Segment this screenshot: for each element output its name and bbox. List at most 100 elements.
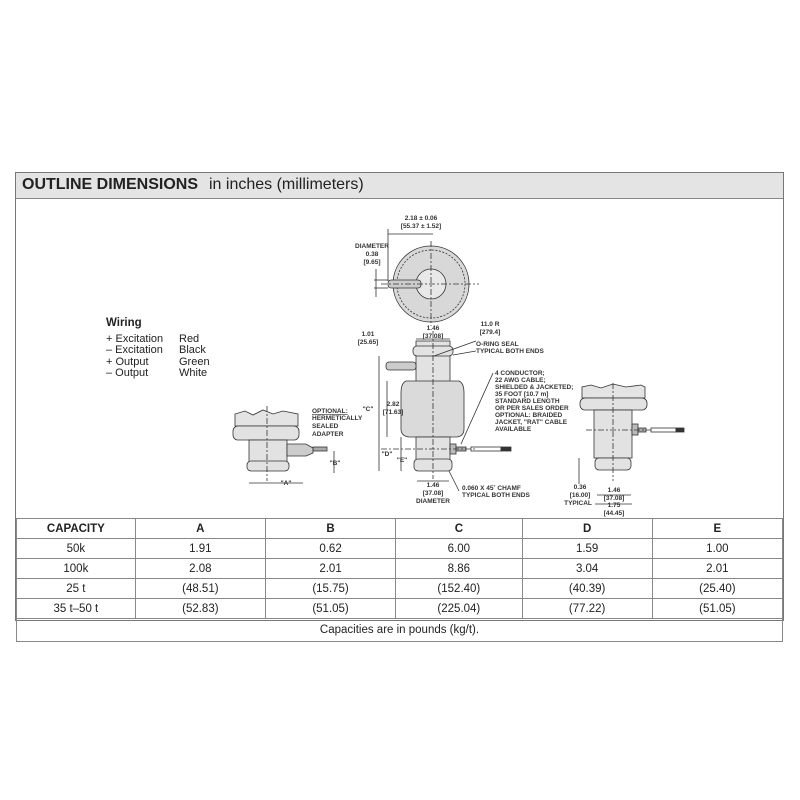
dim-typ: 0.36 <box>574 484 587 491</box>
table-cell: 2.01 <box>264 558 397 579</box>
dim-bottom-label: DIAMETER <box>416 498 450 505</box>
column-header: C <box>395 518 523 539</box>
dim-height-mm: [71.63] <box>383 409 404 416</box>
table-cell: (52.83) <box>134 598 266 619</box>
wiring-color: White <box>179 367 208 379</box>
table-cell: 8.86 <box>395 558 523 579</box>
dim-stud-offset: 1.01 <box>362 331 375 338</box>
section-title: OUTLINE DIMENSIONS <box>22 176 199 193</box>
cable-note: 22 AWG CABLE; <box>495 377 546 384</box>
dim-stud: 0.38 <box>366 251 379 258</box>
dim-e: "E" <box>397 457 408 464</box>
chamfer-note: 0.060 X 45˚ CHAMF <box>462 484 521 492</box>
adapter-note: HERMETICALLY <box>312 415 363 422</box>
outline-drawing: 2.18 ± 0.06 [55.37 ± 1.52] DIAMETER 0.38… <box>232 215 685 517</box>
wiring-color: Green <box>179 355 210 368</box>
table-cell: 6.00 <box>395 538 523 559</box>
table-cell: (51.05) <box>651 598 784 619</box>
wiring-row: + Output Green <box>106 355 210 369</box>
wiring-row: + Excitation Red <box>106 332 210 346</box>
dim-typ-mm: [16.00] <box>570 492 591 499</box>
table-cell: 3.04 <box>521 558 653 579</box>
table-cell: (225.04) <box>395 598 523 619</box>
column-header: E <box>651 518 784 539</box>
section-header: OUTLINE DIMENSIONS in inches (millimeter… <box>16 173 783 199</box>
dim-bottom-mm: [37.08] <box>423 490 444 497</box>
wiring-title: Wiring <box>106 317 142 329</box>
dim-right-dia-mm: [44.45] <box>604 510 625 517</box>
column-header: B <box>264 518 397 539</box>
table-row: 35 t–50 t(52.83)(51.05)(225.04)(77.22)(5… <box>16 598 784 619</box>
dim-stud-offset-mm: [25.65] <box>358 339 379 346</box>
oring-note: O-RING SEAL <box>476 341 519 348</box>
wiring-signal: – Excitation <box>106 344 163 356</box>
table-cell: 100k <box>16 558 136 579</box>
table-cell: (25.40) <box>651 578 784 599</box>
wiring-signal: – Output <box>106 367 149 379</box>
cable-note: STANDARD LENGTH <box>495 398 560 405</box>
column-header: CAPACITY <box>16 518 136 539</box>
cable-note: JACKET, "RAT" CABLE <box>495 419 568 426</box>
side-view-adapter <box>232 406 335 484</box>
top-view <box>374 229 479 326</box>
wiring-signal: + Output <box>106 355 149 368</box>
oring-note: TYPICAL BOTH ENDS <box>476 348 544 355</box>
dim-radius: 11.0 R <box>481 321 500 328</box>
table-cell: 2.08 <box>134 558 266 579</box>
cable-note: OPTIONAL: BRAIDED <box>495 412 562 419</box>
adapter-note: ADAPTER <box>312 431 344 438</box>
table-cell: 2.01 <box>651 558 784 579</box>
dim-stud-mm: [9.65] <box>364 259 381 266</box>
chamfer-note: TYPICAL BOTH ENDS <box>462 492 530 499</box>
dim-radius-mm: [279.4] <box>480 329 501 336</box>
adapter-note: SEALED <box>312 423 339 430</box>
cable-note: AVAILABLE <box>495 426 532 433</box>
dim-a: "A" <box>281 480 292 487</box>
dim-height: 2.82 <box>387 401 400 408</box>
wiring-legend: Wiring + Excitation Red – Excitation Black… <box>106 317 210 380</box>
column-header: D <box>521 518 653 539</box>
column-header: A <box>134 518 266 539</box>
wiring-color: Red <box>179 332 200 345</box>
table-cell: 1.59 <box>521 538 653 559</box>
table-row: 25 t(48.51)(15.75)(152.40)(40.39)(25.40) <box>16 578 784 599</box>
dim-neck: 1.46 <box>427 325 440 332</box>
table-cell: (152.40) <box>395 578 523 599</box>
dim-b: "B" <box>330 460 341 467</box>
side-view-right <box>578 383 685 505</box>
dim-d: "D" <box>382 451 393 458</box>
table-note: Capacities are in pounds (kg/t). <box>16 618 783 642</box>
dim-right-neck-mm: [37.08] <box>604 495 625 502</box>
table-cell: 1.00 <box>651 538 784 559</box>
cable-note: 4 CONDUCTOR; <box>495 370 545 377</box>
section-subtitle: in inches (millimeters) <box>209 176 364 193</box>
dim-right-dia: 1.75 <box>608 502 621 509</box>
dim-top-width-mm: [55.37 ± 1.52] <box>401 223 441 230</box>
table-cell: (40.39) <box>521 578 653 599</box>
table-cell: (48.51) <box>134 578 266 599</box>
dim-bottom: 1.46 <box>427 482 440 489</box>
table-note-row: Capacities are in pounds (kg/t). <box>16 618 783 642</box>
wiring-row: – Excitation Black <box>106 344 210 357</box>
dim-right-neck: 1.46 <box>608 487 621 494</box>
table-cell: 1.91 <box>134 538 266 559</box>
cable-note: OR PER SALES ORDER <box>495 405 569 412</box>
outline-dimensions-panel: OUTLINE DIMENSIONS in inches (millimeter… <box>15 172 784 642</box>
cable-note: SHIELDED & JACKETED; <box>495 384 573 391</box>
dim-top-width: 2.18 ± 0.06 <box>405 215 438 222</box>
cable-note: 35 FOOT [10.7 m] <box>495 391 548 398</box>
table-cell: (51.05) <box>264 598 397 619</box>
dim-stud-label: DIAMETER <box>355 243 389 250</box>
table-cell: (77.22) <box>521 598 653 619</box>
wiring-signal: + Excitation <box>106 332 164 345</box>
table-cell: 50k <box>16 538 136 559</box>
wiring-color: Black <box>179 344 206 356</box>
table-header-row: CAPACITY A B C D E <box>16 518 784 539</box>
dim-neck-mm: [37.08] <box>423 333 444 340</box>
table-cell: 35 t–50 t <box>16 598 136 619</box>
wiring-row: – Output White <box>106 367 210 380</box>
table-cell: 25 t <box>16 578 136 599</box>
